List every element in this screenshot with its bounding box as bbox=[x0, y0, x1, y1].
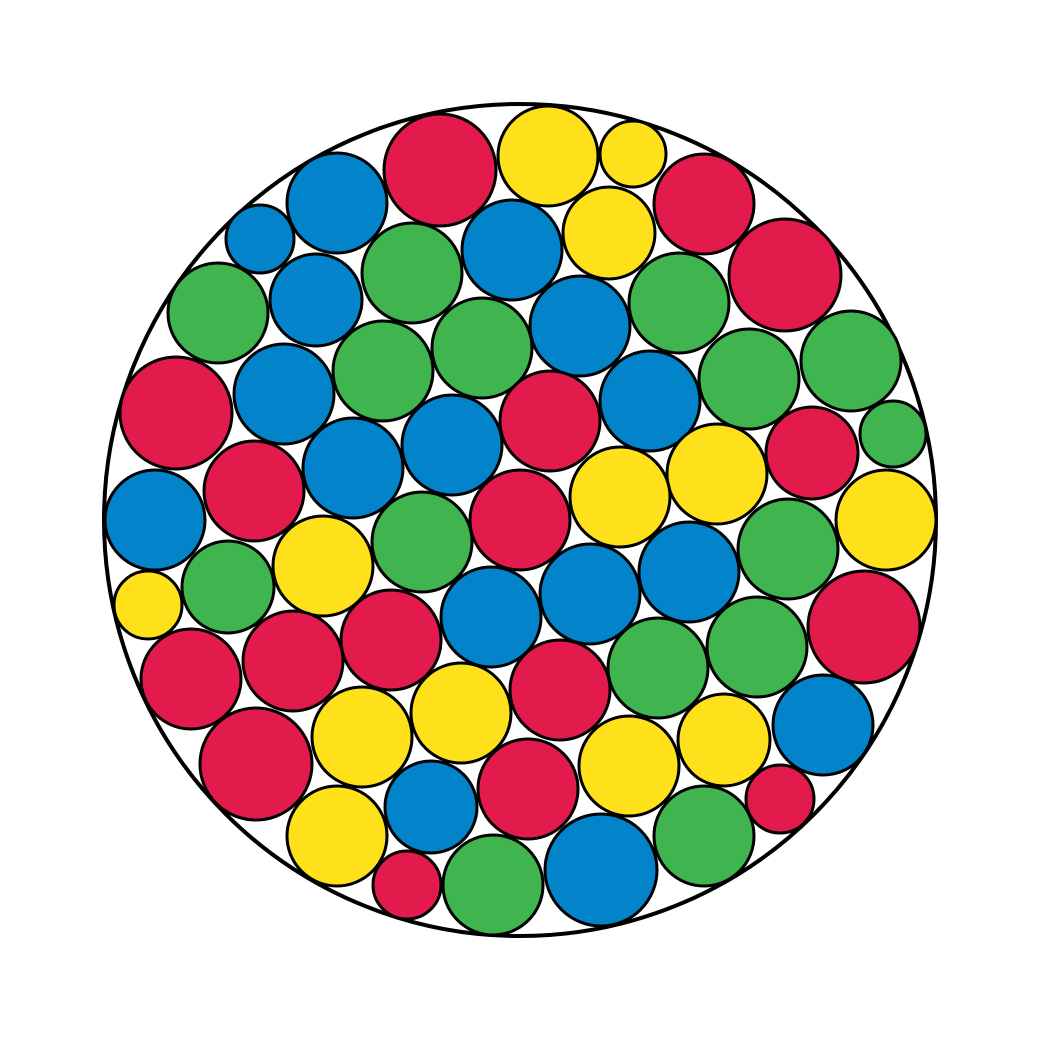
blue-disc bbox=[538, 542, 642, 646]
blue-disc bbox=[637, 520, 741, 624]
green-disc bbox=[180, 539, 276, 635]
green-disc bbox=[736, 497, 840, 601]
red-disc bbox=[371, 849, 443, 921]
red-disc bbox=[339, 588, 443, 692]
green-disc bbox=[652, 784, 756, 888]
yellow-disc bbox=[577, 714, 681, 818]
yellow-disc bbox=[285, 784, 389, 888]
yellow-disc bbox=[834, 468, 938, 572]
red-disc bbox=[468, 468, 572, 572]
blue-disc bbox=[383, 759, 479, 855]
blue-disc bbox=[268, 252, 364, 348]
red-disc bbox=[498, 369, 602, 473]
red-disc bbox=[202, 439, 306, 543]
yellow-disc bbox=[676, 692, 772, 788]
red-disc bbox=[476, 737, 580, 841]
green-disc bbox=[331, 319, 435, 423]
red-disc bbox=[508, 638, 612, 742]
green-disc bbox=[360, 221, 464, 325]
blue-disc bbox=[224, 203, 296, 275]
red-disc bbox=[727, 217, 843, 333]
green-disc bbox=[606, 616, 710, 720]
blue-disc bbox=[598, 349, 702, 453]
blue-disc bbox=[543, 812, 659, 928]
yellow-disc bbox=[310, 685, 414, 789]
yellow-disc bbox=[409, 661, 513, 765]
blue-disc bbox=[439, 565, 543, 669]
yellow-disc bbox=[271, 514, 375, 618]
yellow-disc bbox=[568, 445, 672, 549]
green-disc bbox=[705, 595, 809, 699]
blue-disc bbox=[301, 416, 405, 520]
green-disc bbox=[430, 296, 534, 400]
red-disc bbox=[764, 405, 860, 501]
red-disc bbox=[652, 152, 756, 256]
yellow-disc bbox=[112, 569, 184, 641]
blue-disc bbox=[232, 342, 336, 446]
blue-disc bbox=[400, 393, 504, 497]
blue-disc bbox=[528, 274, 632, 378]
red-disc bbox=[198, 706, 314, 822]
disc-group bbox=[103, 104, 938, 937]
red-disc bbox=[806, 569, 922, 685]
red-disc bbox=[744, 763, 816, 835]
blue-disc bbox=[103, 468, 207, 572]
blue-disc bbox=[460, 198, 564, 302]
yellow-disc bbox=[665, 422, 769, 526]
yellow-disc bbox=[598, 119, 668, 189]
green-disc bbox=[370, 490, 474, 594]
red-disc bbox=[382, 112, 498, 228]
yellow-disc bbox=[496, 104, 600, 208]
red-disc bbox=[241, 609, 345, 713]
green-disc bbox=[627, 251, 731, 355]
blue-disc bbox=[771, 673, 875, 777]
red-disc bbox=[139, 627, 243, 731]
blue-disc bbox=[285, 151, 389, 255]
green-disc bbox=[441, 833, 545, 937]
yellow-disc bbox=[561, 185, 657, 281]
green-disc bbox=[166, 261, 270, 365]
green-disc bbox=[858, 399, 928, 469]
green-disc bbox=[799, 309, 903, 413]
red-disc bbox=[118, 355, 234, 471]
green-disc bbox=[697, 327, 801, 431]
